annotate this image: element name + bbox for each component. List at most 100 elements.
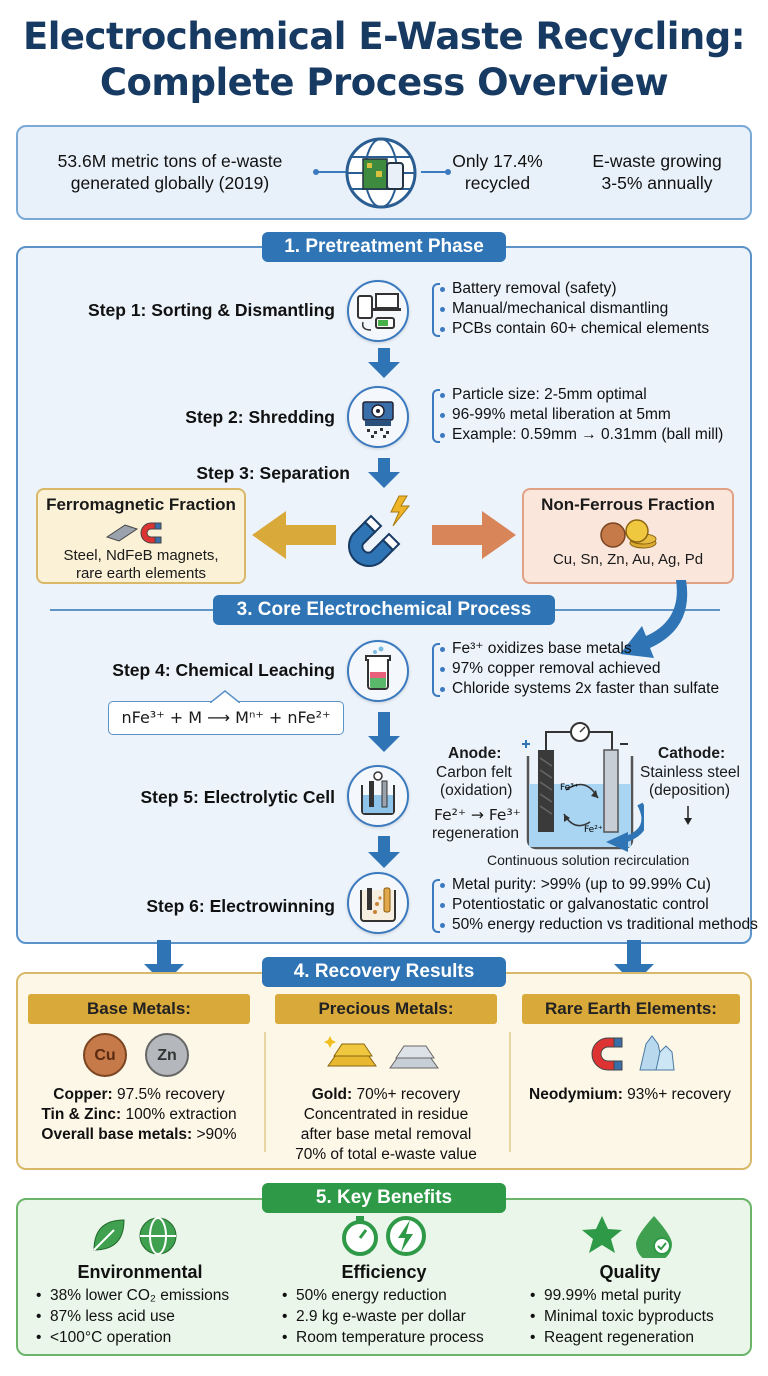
list-item: 97% copper removal achieved <box>440 659 760 679</box>
benefits-header: 5. Key Benefits <box>262 1183 506 1213</box>
stat-line: recycled <box>464 173 531 193</box>
step6-bullets: Metal purity: >99% (up to 99.99% Cu) Pot… <box>440 875 760 935</box>
equation-pointer <box>210 690 240 703</box>
step1-bullets: Battery removal (safety) Manual/mechanic… <box>440 279 740 339</box>
deposition-arrow-icon <box>684 806 692 825</box>
list-item: 38% lower CO₂ emissions <box>36 1285 266 1306</box>
result-line: Gold: 70%+ recovery <box>266 1085 506 1105</box>
base-metals-results: Copper: 97.5% recovery Tin & Zinc: 100% … <box>24 1085 254 1145</box>
electrolytic-cell-icon <box>361 771 395 815</box>
step4-bracket <box>432 643 440 697</box>
star-drop-icon <box>582 1216 672 1258</box>
result-line: after base metal removal <box>300 1126 472 1143</box>
globe-devices-icon <box>345 137 417 209</box>
step4-bullets: Fe³⁺ oxidizes base metals 97% copper rem… <box>440 639 760 699</box>
anode-title: Anode: <box>448 745 502 762</box>
timer-bolt-icon <box>342 1216 426 1256</box>
qual-items: 99.99% metal purity Minimal toxic byprod… <box>530 1285 750 1348</box>
arrow-down-icon <box>368 458 400 488</box>
zinc-icon: Zn <box>145 1033 189 1077</box>
step5-label: Step 5: Electrolytic Cell <box>140 787 335 807</box>
result-key: Neodymium: <box>529 1086 623 1103</box>
result-value: 100% extraction <box>121 1106 237 1123</box>
result-value: >90% <box>192 1126 237 1143</box>
reaction-line1: Fe²⁺ → Fe³⁺ <box>434 806 521 824</box>
step6-label: Step 6: Electrowinning <box>146 896 335 916</box>
list-item: Minimal toxic byproducts <box>530 1306 750 1327</box>
list-item: Fe³⁺ oxidizes base metals <box>440 639 760 659</box>
ferromagnetic-fraction-box: Ferromagnetic Fraction Steel, NdFeB magn… <box>36 488 246 584</box>
stat-ewaste-generated: 53.6M metric tons of e-waste generated g… <box>30 150 310 194</box>
result-line: Copper: 97.5% recovery <box>24 1085 254 1105</box>
list-item: 99.99% metal purity <box>530 1285 750 1306</box>
recovery-dividers <box>264 1032 511 1152</box>
title-line-1: Electrochemical E-Waste Recycling: <box>22 15 746 58</box>
list-item: 50% energy reduction <box>282 1285 522 1306</box>
step2-bracket <box>432 389 440 443</box>
stat-line: E-waste growing <box>592 151 722 171</box>
rare-earth-results: Neodymium: 93%+ recovery <box>510 1085 750 1105</box>
list-item: <100°C operation <box>36 1327 266 1348</box>
stat-line: 3-5% annually <box>601 173 713 193</box>
title-line-2: Complete Process Overview <box>99 61 669 104</box>
list-item: 50% energy reduction vs traditional meth… <box>440 915 760 935</box>
core-header: 3. Core Electrochemical Process <box>213 595 555 625</box>
arrow-down-icon <box>368 712 400 752</box>
nonferro-title: Non-Ferrous Fraction <box>541 495 715 514</box>
stats-connector <box>313 169 451 175</box>
cell-ion-fe2: Fe²⁺ <box>584 825 603 835</box>
reaction-line2: regeneration <box>432 825 520 842</box>
env-title: Environmental <box>77 1262 203 1282</box>
step2-label: Step 2: Shredding <box>185 407 335 427</box>
pretreatment-header: 1. Pretreatment Phase <box>262 232 506 262</box>
result-value: 97.5% recovery <box>112 1086 225 1103</box>
precious-metals-tag: Precious Metals: <box>275 994 497 1024</box>
result-key: Tin & Zinc: <box>41 1106 122 1123</box>
result-line: Overall base metals: >90% <box>24 1125 254 1145</box>
list-item: Room temperature process <box>282 1327 522 1348</box>
rare-earth-tag: Rare Earth Elements: <box>522 994 740 1024</box>
ferro-title: Ferromagnetic Fraction <box>46 495 236 514</box>
result-value: 70%+ recovery <box>352 1086 461 1103</box>
anode-line2: (oxidation) <box>440 782 513 799</box>
precious-metals-results: Gold: 70%+ recovery Concentrated in resi… <box>266 1085 506 1165</box>
list-item: 2.9 kg e-waste per dollar <box>282 1306 522 1327</box>
result-line: Neodymium: 93%+ recovery <box>510 1085 750 1105</box>
electrowinning-icon <box>360 887 396 922</box>
env-items: 38% lower CO₂ emissions 87% less acid us… <box>36 1285 266 1348</box>
list-item: 96-99% metal liberation at 5mm <box>440 405 760 425</box>
page-title: Electrochemical E-Waste Recycling: Compl… <box>0 14 768 106</box>
shredder-icon <box>362 401 394 438</box>
right-arrow-icon <box>432 511 516 559</box>
left-arrow-icon <box>252 511 336 559</box>
recirculation-arrow-icon <box>606 832 628 852</box>
nonferro-line1: Cu, Sn, Zn, Au, Ag, Pd <box>552 551 704 568</box>
result-line: 70% of total e-waste value <box>295 1146 477 1163</box>
step3-label: Step 3: Separation <box>196 463 350 483</box>
cathode-line2: (deposition) <box>649 782 730 799</box>
beaker-icon <box>365 646 391 690</box>
arrow-down-icon <box>368 348 400 378</box>
result-key: Overall base metals: <box>41 1126 193 1143</box>
electrolytic-cell-diagram: Fe³⁺ Fe²⁺ <box>522 722 644 850</box>
result-value: 93%+ recovery <box>622 1086 731 1103</box>
cell-ion-fe3: Fe³⁺ <box>560 783 579 793</box>
magnet-icon <box>348 495 411 567</box>
list-item: 87% less acid use <box>36 1306 266 1327</box>
leaching-equation: nFe³⁺ + M ⟶ Mⁿ⁺ + nFe²⁺ <box>108 701 344 735</box>
stat-recycled: Only 17.4% recycled <box>440 150 555 194</box>
step4-label: Step 4: Chemical Leaching <box>112 660 335 680</box>
list-item: Chloride systems 2x faster than sulfate <box>440 679 760 699</box>
stat-line: 53.6M metric tons of e-waste <box>57 151 283 171</box>
step1-label: Step 1: Sorting & Dismantling <box>88 300 335 320</box>
stat-growth: E-waste growing 3-5% annually <box>572 150 742 194</box>
equation-text: nFe³⁺ + M ⟶ Mⁿ⁺ + nFe²⁺ <box>121 708 331 727</box>
result-line: Concentrated in residue <box>303 1106 469 1123</box>
base-metals-tag: Base Metals: <box>28 994 250 1024</box>
list-item: Potentiostatic or galvanostatic control <box>440 895 760 915</box>
recirculation-caption: Continuous solution recirculation <box>487 852 690 868</box>
result-key: Gold: <box>311 1086 353 1103</box>
non-ferrous-fraction-box: Non-Ferrous Fraction Cu, Sn, Zn, Au, Ag,… <box>522 488 734 584</box>
gold-silver-bars-icon <box>324 1036 439 1069</box>
list-item: Reagent regeneration <box>530 1327 750 1348</box>
